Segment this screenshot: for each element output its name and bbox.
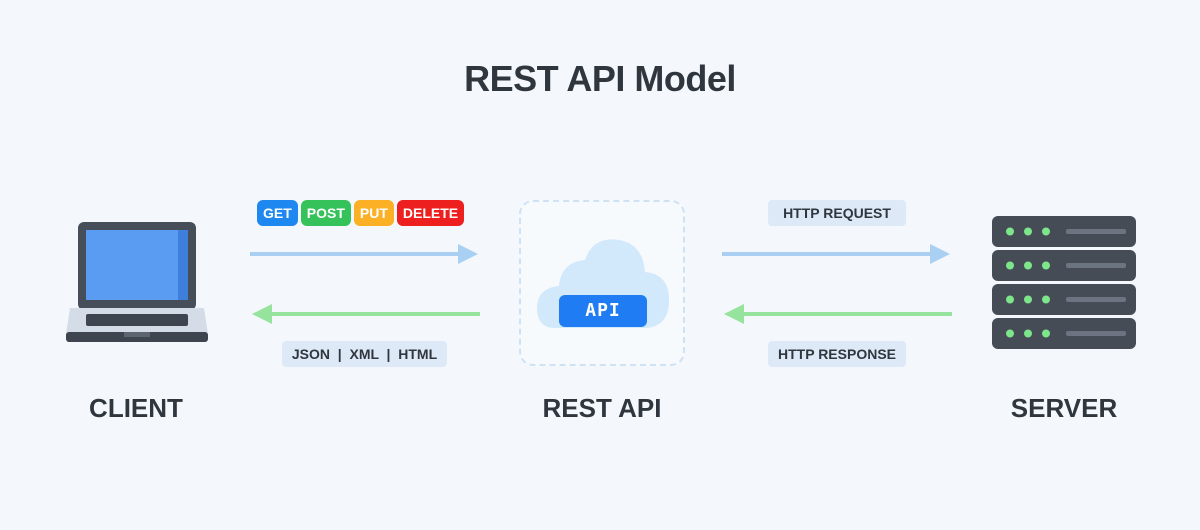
method-delete: DELETE <box>396 200 465 226</box>
server-label: SERVER <box>1010 393 1118 423</box>
client-request-arrow <box>250 244 478 264</box>
client-label: CLIENT <box>89 393 183 423</box>
server-icon <box>992 216 1136 349</box>
api-badge: API <box>559 295 647 327</box>
server-request-arrow <box>722 244 950 264</box>
response-formats-tag: JSON | XML | HTML <box>282 341 447 367</box>
http-response-tag: HTTP RESPONSE <box>768 341 906 367</box>
method-post: POST <box>300 200 351 226</box>
diagram-title: REST API Model <box>464 58 736 99</box>
server-response-arrow <box>724 304 952 324</box>
http-request-tag: HTTP REQUEST <box>768 200 906 226</box>
laptop-icon <box>66 222 208 342</box>
method-put: PUT <box>353 200 394 226</box>
client-response-arrow <box>252 304 480 324</box>
rest-api-label: REST API <box>542 393 662 423</box>
http-methods: GET POST PUT DELETE <box>257 200 465 226</box>
method-get: GET <box>257 200 298 226</box>
